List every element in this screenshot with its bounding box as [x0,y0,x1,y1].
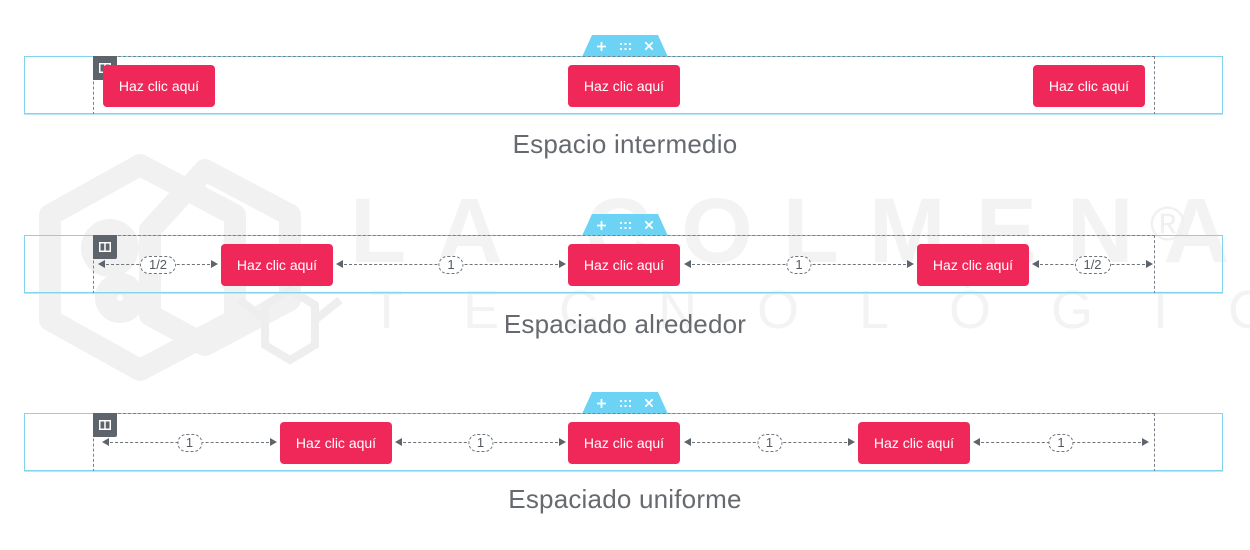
click-here-button[interactable]: Haz clic aquí [568,422,680,464]
spacing-ratio-label: 1 [786,256,812,274]
drag-dots-icon[interactable] [618,39,632,53]
toolbar-tab-shape [582,35,668,57]
click-here-button[interactable]: Haz clic aquí [917,244,1029,286]
arrow-left-icon [684,260,691,268]
spacing-indicator: 1 [973,434,1149,452]
arrow-left-icon [98,260,105,268]
close-x-icon[interactable] [642,39,656,53]
section-space-around[interactable]: 1/2 Haz clic aquí 1 Haz clic aquí 1 Haz … [24,214,1223,294]
spacing-indicator: 1 [684,434,855,452]
section-toolbar [582,392,668,414]
click-here-button[interactable]: Haz clic aquí [280,422,392,464]
plus-icon[interactable] [594,39,608,53]
caption-space-around: Espaciado alrededor [503,309,747,339]
click-here-button[interactable]: Haz clic aquí [103,65,215,107]
caption-space-evenly: Espaciado uniforme [508,484,742,514]
click-here-button[interactable]: Haz clic aquí [221,244,333,286]
spacing-ratio-label: 1 [756,434,783,452]
spacing-ratio-label: 1/2 [1074,256,1111,274]
spacing-indicator: 1 [395,434,566,452]
arrow-left-icon [684,438,691,446]
close-x-icon[interactable] [642,218,656,232]
arrow-right-icon [848,438,855,446]
column-handle[interactable] [93,413,117,437]
spacing-ratio-label: 1 [1048,434,1074,452]
spacing-ratio-label: 1 [467,434,494,452]
spacing-ratio-label: 1 [176,434,203,452]
caption-space-between: Espacio intermedio [512,129,738,159]
arrow-right-icon [559,260,566,268]
spacing-indicator: 1 [336,256,566,274]
arrow-right-icon [1146,260,1153,268]
click-here-button[interactable]: Haz clic aquí [568,244,680,286]
spacing-ratio-label: 1 [438,256,464,274]
arrow-left-icon [1032,260,1039,268]
click-here-button[interactable]: Haz clic aquí [1033,65,1145,107]
drag-dots-icon[interactable] [618,396,632,410]
click-here-button[interactable]: Haz clic aquí [568,65,680,107]
spacing-ratio-label: 1/2 [139,256,177,274]
arrow-right-icon [559,438,566,446]
arrow-left-icon [395,438,402,446]
spacing-indicator: 1 [684,256,914,274]
arrow-left-icon [102,438,109,446]
columns-icon [99,242,111,252]
close-x-icon[interactable] [642,396,656,410]
columns-icon [99,420,111,430]
toolbar-tab-shape [582,214,668,236]
click-here-button[interactable]: Haz clic aquí [858,422,970,464]
arrow-right-icon [270,438,277,446]
drag-dots-icon[interactable] [618,218,632,232]
arrow-right-icon [907,260,914,268]
toolbar-tab-shape [582,392,668,414]
section-toolbar [582,35,668,57]
arrow-right-icon [1142,438,1149,446]
arrow-left-icon [336,260,343,268]
section-space-between[interactable]: Haz clic aquí Haz clic aquí Haz clic aqu… [24,35,1223,115]
arrow-left-icon [973,438,980,446]
spacing-indicator: 1 [102,434,277,452]
arrow-right-icon [211,260,218,268]
spacing-indicator: 1/2 [98,256,218,274]
section-toolbar [582,214,668,236]
spacing-indicator: 1/2 [1032,256,1153,274]
plus-icon[interactable] [594,218,608,232]
section-space-evenly[interactable]: 1 Haz clic aquí 1 Haz clic aquí 1 Haz cl… [24,392,1223,472]
plus-icon[interactable] [594,396,608,410]
column-handle[interactable] [93,235,117,259]
